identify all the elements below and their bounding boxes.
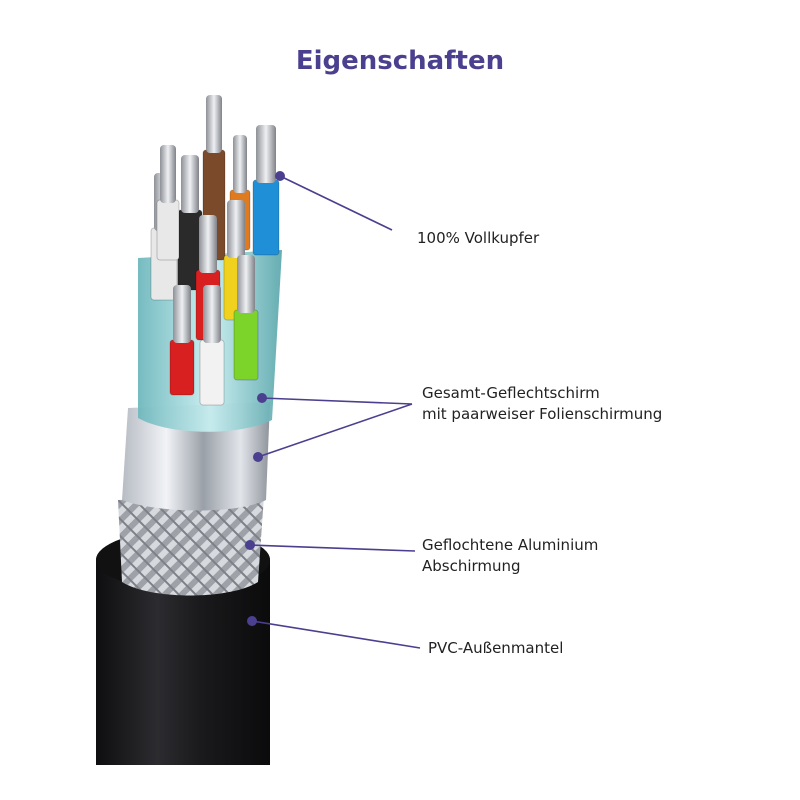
wire-conductor: [199, 215, 217, 273]
wire-conductor: [203, 285, 221, 343]
wire-insulation: [252, 179, 280, 256]
leader-dot: [257, 393, 267, 403]
page-title: Eigenschaften: [295, 46, 505, 76]
callout-copper: 100% Vollkupfer: [417, 228, 539, 249]
callout-shield: Gesamt-Geflechtschirm mit paarweiser Fol…: [422, 383, 662, 425]
wire-insulation: [156, 199, 180, 261]
leader-line: [249, 544, 416, 552]
wire-conductor: [256, 125, 276, 183]
wire-conductor: [160, 145, 176, 203]
callout-braid-line-1: Geflochtene Aluminium: [422, 536, 599, 554]
leader-line: [279, 175, 393, 231]
braid-shield: [118, 496, 264, 596]
callout-copper-line-1: 100% Vollkupfer: [417, 229, 540, 247]
callout-leaders: [245, 171, 421, 649]
wire-conductor: [237, 255, 255, 313]
callout-braid-line-2: Abschirmung: [422, 557, 521, 575]
callout-shield-line-1: Gesamt-Geflechtschirm: [422, 384, 600, 402]
leader-dot: [275, 171, 285, 181]
leader-line: [257, 403, 413, 458]
callout-jacket-line-1: PVC-Außenmantel: [428, 639, 564, 657]
leader-dot: [253, 452, 263, 462]
callout-shield-line-2: mit paarweiser Folienschirmung: [422, 405, 663, 423]
wire-conductor: [181, 155, 199, 213]
wire-conductor: [227, 200, 245, 258]
wire-conductor: [173, 285, 191, 343]
wire-insulation: [199, 339, 225, 406]
leader-line: [251, 620, 421, 649]
callout-jacket: PVC-Außenmantel: [428, 638, 563, 659]
leader-dot: [247, 616, 257, 626]
wire-conductor: [233, 135, 247, 193]
leader-line: [261, 397, 413, 405]
wire-bundle: [150, 95, 280, 406]
callout-braid: Geflochtene Aluminium Abschirmung: [422, 535, 598, 577]
wire-insulation: [169, 339, 195, 396]
wire-conductor: [206, 95, 222, 153]
leader-dot: [245, 540, 255, 550]
wire-insulation: [233, 309, 259, 381]
